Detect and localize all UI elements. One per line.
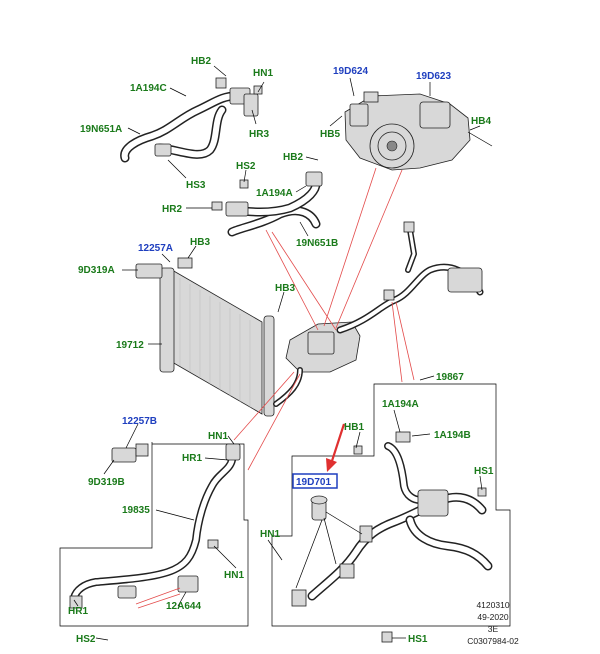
- label-19835: 19835: [122, 505, 150, 516]
- stamp-line-2: 49-2020: [477, 612, 508, 622]
- label-hb1-right: HB1: [344, 422, 364, 433]
- label-9d319a: 9D319A: [78, 265, 115, 276]
- label-1a194a-mid: 1A194A: [256, 188, 293, 199]
- label-hb3-a: HB3: [190, 237, 210, 248]
- label-hn1-bottom: HN1: [224, 570, 244, 581]
- ac-compressor: [344, 91, 493, 171]
- label-hn1-top: HN1: [253, 68, 273, 79]
- label-19867: 19867: [436, 372, 464, 383]
- label-hr2: HR2: [162, 204, 182, 215]
- label-hn1-mid: HN1: [260, 529, 280, 540]
- assembly-19835-box: [59, 442, 249, 627]
- document-stamp: 4120310 49-2020 3E C0307984-02: [467, 600, 519, 646]
- label-hs1-right: HS1: [474, 466, 494, 477]
- label-19d623: 19D623: [416, 71, 451, 82]
- guide-lines: [135, 167, 415, 609]
- assembly-19867-box: [271, 383, 511, 643]
- label-19d701: 19D701: [296, 477, 331, 488]
- label-hn1-left: HN1: [208, 431, 228, 442]
- label-hb2-mid: HB2: [283, 152, 303, 163]
- label-hs2: HS2: [236, 161, 256, 172]
- label-19712: 19712: [116, 340, 144, 351]
- label-1a194c: 1A194C: [130, 83, 167, 94]
- hose-19n651b: [211, 171, 323, 237]
- label-12a644: 12A644: [166, 601, 201, 612]
- label-9d319b: 9D319B: [88, 477, 125, 488]
- label-1a194b: 1A194B: [434, 430, 471, 441]
- label-19n651a: 19N651A: [80, 124, 122, 135]
- leader-lines: [73, 65, 483, 641]
- red-pointer-arrow: [326, 423, 346, 472]
- label-12257a: 12257A: [138, 243, 173, 254]
- label-12257b: 12257B: [122, 416, 157, 427]
- manifold-hose-assembly: [273, 221, 484, 407]
- label-hr3: HR3: [249, 129, 269, 140]
- label-hr1-bottom: HR1: [68, 606, 88, 617]
- label-hb5: HB5: [320, 129, 340, 140]
- label-19n651b: 19N651B: [296, 238, 338, 249]
- label-hs2-bottom: HS2: [76, 634, 96, 645]
- stamp-line-4: C0307984-02: [467, 636, 519, 646]
- label-19d624: 19D624: [333, 66, 368, 77]
- label-hb2-top: HB2: [191, 56, 211, 67]
- highlight-box-19d701: [292, 473, 338, 489]
- label-hr1-left: HR1: [182, 453, 202, 464]
- hose-19n651a: [120, 77, 263, 163]
- label-hb3-b: HB3: [275, 283, 295, 294]
- pressure-switch-19d701: [295, 495, 363, 589]
- label-hb4: HB4: [471, 116, 491, 127]
- condenser: [135, 257, 275, 417]
- sensor-12257b: [111, 443, 149, 463]
- label-hs1-bottom: HS1: [408, 634, 428, 645]
- stamp-line-3: 3E: [488, 624, 499, 634]
- label-1a194a-right: 1A194A: [382, 399, 419, 410]
- label-hs3: HS3: [186, 180, 206, 191]
- stamp-line-1: 4120310: [476, 600, 509, 610]
